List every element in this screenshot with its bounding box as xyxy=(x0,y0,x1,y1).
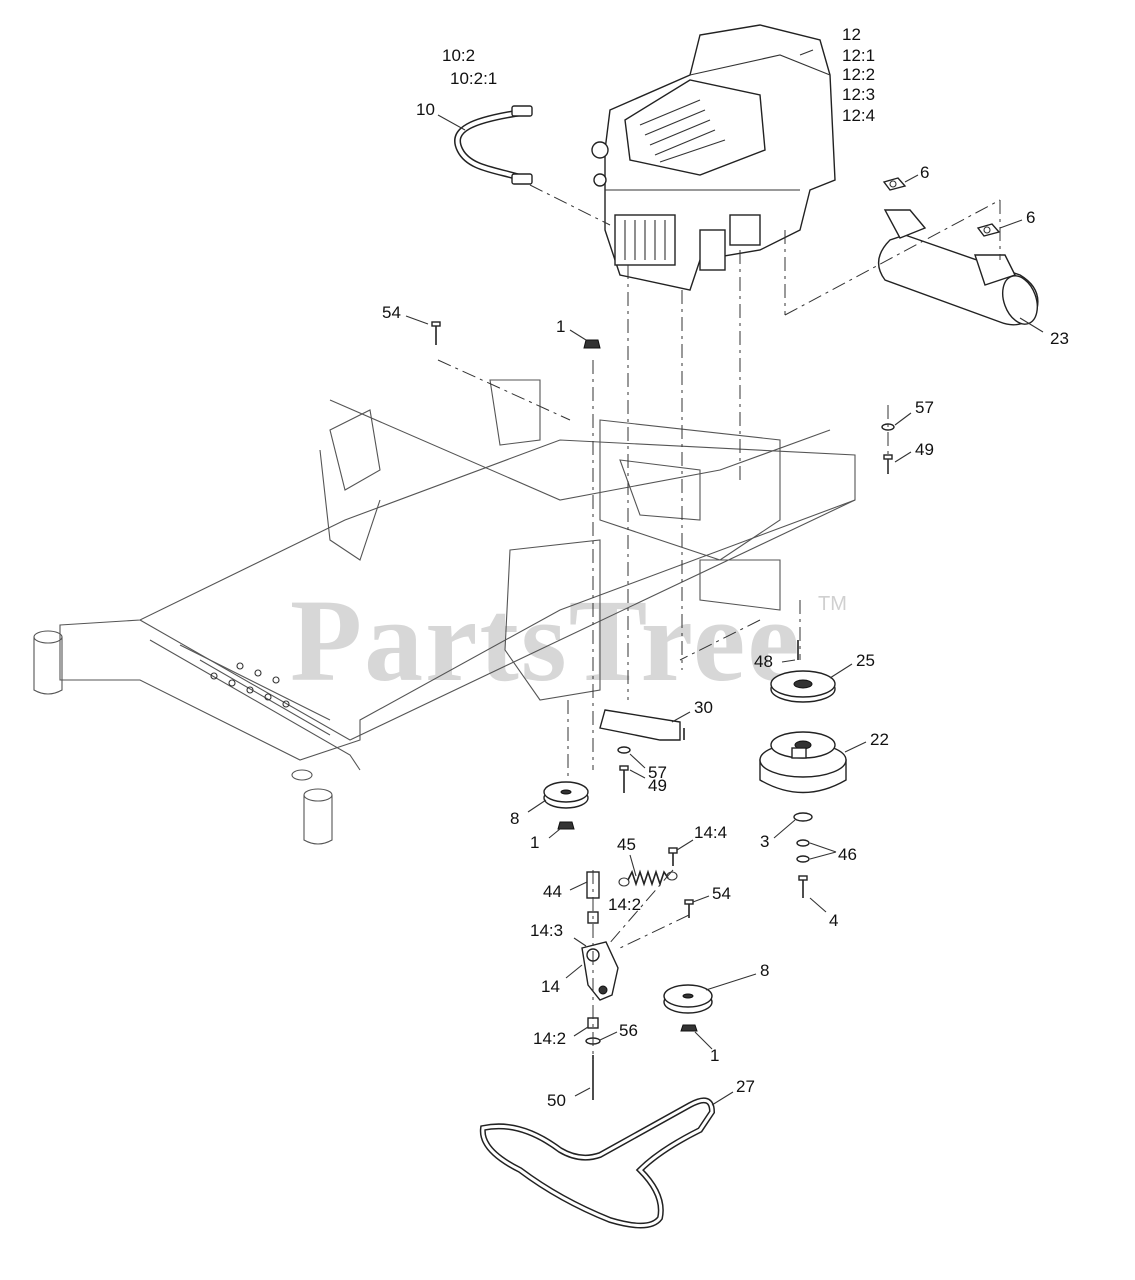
callout-6-top: 6 xyxy=(920,163,929,182)
callout-1-top: 1 xyxy=(556,317,565,336)
fuel-hose xyxy=(454,105,533,185)
callout-57-mid: 57 xyxy=(648,763,667,782)
callout-23: 23 xyxy=(1050,329,1069,348)
drive-belt xyxy=(479,1097,716,1229)
chassis-frame xyxy=(33,379,856,845)
watermark-text: PartsTree xyxy=(290,575,802,706)
engine xyxy=(591,24,836,291)
callout-3: 3 xyxy=(760,832,769,851)
callout-57-right: 57 xyxy=(915,398,934,417)
callout-1-lower: 1 xyxy=(710,1046,719,1065)
callout-6-right: 6 xyxy=(1026,208,1035,227)
callout-49-right: 49 xyxy=(915,440,934,459)
callout-30: 30 xyxy=(694,698,713,717)
watermark-trademark: TM xyxy=(818,593,847,615)
callout-14-2-lower: 14:2 xyxy=(533,1029,566,1048)
callout-12-4: 12:4 xyxy=(842,106,875,125)
callout-45: 45 xyxy=(617,835,636,854)
callout-10-2: 10:2 xyxy=(442,46,475,65)
callout-4: 4 xyxy=(829,911,838,930)
callout-10: 10 xyxy=(416,100,435,119)
watermark: PartsTree TM xyxy=(290,575,847,706)
callout-12-3: 12:3 xyxy=(842,85,875,104)
callout-56: 56 xyxy=(619,1021,638,1040)
callout-54-lower: 54 xyxy=(712,884,731,903)
callout-8-left: 8 xyxy=(510,809,519,828)
callout-14-2-upper: 14:2 xyxy=(608,895,641,914)
callout-50: 50 xyxy=(547,1091,566,1110)
alignment-lines xyxy=(437,184,1001,1060)
callout-10-2-1: 10:2:1 xyxy=(450,69,497,88)
callout-labels: 10:2 10:2:1 10 12 12:1 12:2 12:3 12:4 6 … xyxy=(382,25,1069,1110)
callout-46: 46 xyxy=(838,845,857,864)
callout-8-right: 8 xyxy=(760,961,769,980)
muffler xyxy=(877,177,1039,326)
callout-12-1: 12:1 xyxy=(842,46,875,65)
callout-27: 27 xyxy=(736,1077,755,1096)
callout-22: 22 xyxy=(870,730,889,749)
callout-14: 14 xyxy=(541,977,560,996)
callout-25: 25 xyxy=(856,651,875,670)
callout-49-mid: 49 xyxy=(648,776,667,795)
callout-14-3: 14:3 xyxy=(530,921,563,940)
callout-14-4: 14:4 xyxy=(694,823,727,842)
callout-12-2: 12:2 xyxy=(842,65,875,84)
callout-1-mid: 1 xyxy=(530,833,539,852)
callout-44: 44 xyxy=(543,882,562,901)
callout-54-top: 54 xyxy=(382,303,401,322)
leader-lines xyxy=(405,49,1044,1106)
callout-12: 12 xyxy=(842,25,861,44)
hardware xyxy=(431,321,895,1100)
callout-48: 48 xyxy=(754,652,773,671)
